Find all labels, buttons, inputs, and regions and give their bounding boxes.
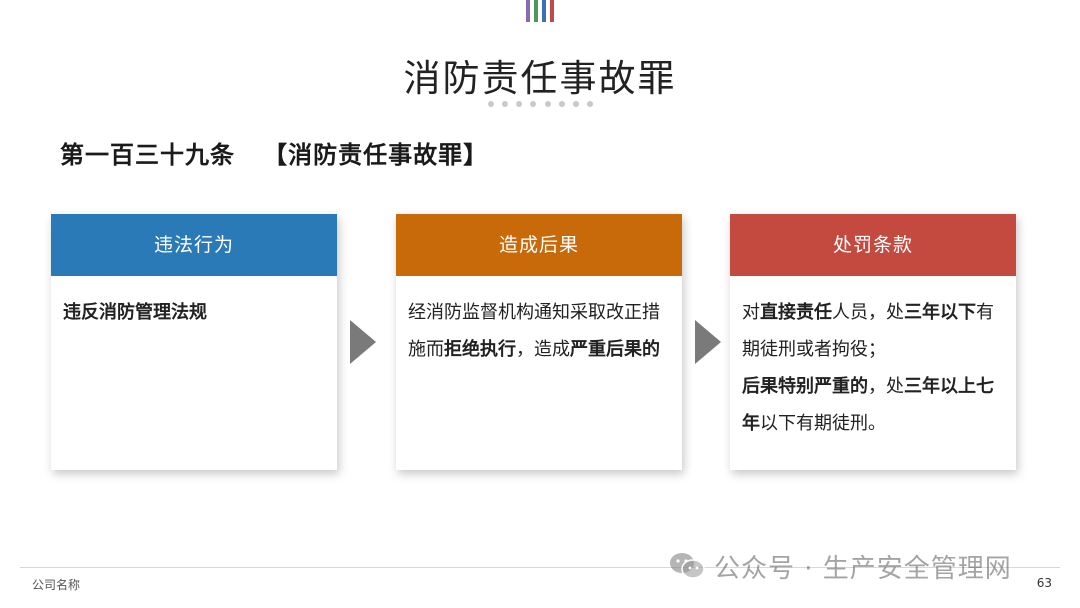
footer-divider [20,567,1060,568]
body-text: ，处 [868,376,904,397]
stripe [542,0,546,22]
body-text: 经消防监督机构通知采取改正措施而 [408,302,660,360]
stripe [550,0,554,22]
dot [544,101,551,107]
emphasis-text: 三年以上七年 [742,376,994,434]
watermark-text: 公众号 · 生产安全管理网 [714,553,1012,584]
card-heading: 处罚条款 [730,214,1016,276]
card-body: 经消防监督机构通知采取改正措施而拒绝执行，造成严重后果的 [396,276,682,368]
card-body-paragraph: 后果特别严重的，处三年以上七年以下有期徒刑。 [742,368,1006,442]
stripe [534,0,538,22]
emphasis-text: 违反消防管理法规 [63,302,207,323]
body-text: 有期徒刑或者拘役； [742,302,994,360]
title-dots-decoration [488,101,593,107]
card-body-paragraph: 违反消防管理法规 [63,294,327,331]
card-penalty: 处罚条款 对直接责任人员，处三年以下有期徒刑或者拘役；后果特别严重的，处三年以上… [730,214,1016,470]
emphasis-text: 严重后果的 [570,339,660,360]
card-illegal-act: 违法行为 违反消防管理法规 [51,214,337,470]
stripe [526,0,530,22]
body-text: 以下有期徒刑。 [760,413,886,434]
card-heading: 违法行为 [51,214,337,276]
card-body: 违反消防管理法规 [51,276,337,331]
dot [502,101,509,107]
dot [586,101,593,107]
company-name: 公司名称 [32,578,81,592]
dot [516,101,523,107]
dot [572,101,579,107]
watermark: 公众号 · 生产安全管理网 [668,546,1012,586]
card-body-paragraph: 经消防监督机构通知采取改正措施而拒绝执行，造成严重后果的 [408,294,672,368]
card-consequence: 造成后果 经消防监督机构通知采取改正措施而拒绝执行，造成严重后果的 [396,214,682,470]
top-stripes-decoration [526,0,554,22]
arrow-right-icon [695,320,721,364]
body-text: 对 [742,302,760,323]
wechat-icon [670,553,705,579]
card-body-paragraph: 对直接责任人员，处三年以下有期徒刑或者拘役； [742,294,1006,368]
article-heading: 第一百三十九条 【消防责任事故罪】 [60,140,489,169]
dot [558,101,565,107]
page-title: 消防责任事故罪 [403,57,677,100]
emphasis-text: 拒绝执行 [444,339,516,360]
card-body: 对直接责任人员，处三年以下有期徒刑或者拘役；后果特别严重的，处三年以上七年以下有… [730,276,1016,442]
arrow-right-icon [350,320,376,364]
emphasis-text: 三年以下 [904,302,976,323]
emphasis-text: 直接责任 [760,302,832,323]
body-text: ，造成 [516,339,570,360]
page-number: 63 [1036,576,1052,590]
card-heading: 造成后果 [396,214,682,276]
dot [488,101,494,107]
body-text: 人员，处 [832,302,904,323]
dot [530,101,537,107]
emphasis-text: 后果特别严重的 [742,376,868,397]
